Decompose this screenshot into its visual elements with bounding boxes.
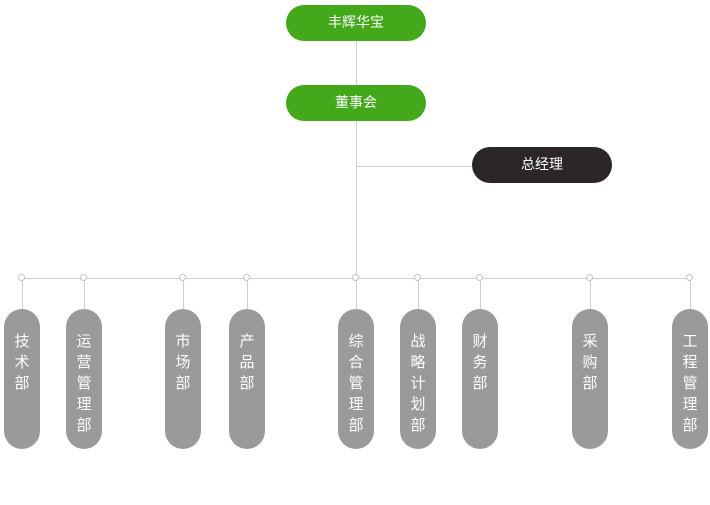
node-top-company: 丰辉华宝 bbox=[286, 5, 426, 41]
dept-node: 运营管理部 bbox=[66, 309, 102, 449]
dept-connector bbox=[590, 278, 591, 309]
dept-junction-dot bbox=[414, 274, 421, 281]
dept-junction-dot bbox=[18, 274, 25, 281]
dept-node: 市场部 bbox=[165, 309, 201, 449]
dept-node: 产品部 bbox=[229, 309, 265, 449]
dept-node: 综合管理部 bbox=[338, 309, 374, 449]
dept-node: 工程管理部 bbox=[672, 309, 708, 449]
dept-junction-dot bbox=[476, 274, 483, 281]
dept-node: 采购部 bbox=[572, 309, 608, 449]
dept-connector bbox=[183, 278, 184, 309]
dept-connector bbox=[84, 278, 85, 309]
dept-connector bbox=[247, 278, 248, 309]
node-board-label: 董事会 bbox=[335, 95, 377, 111]
trunk-junction-dot bbox=[352, 274, 359, 281]
node-board: 董事会 bbox=[286, 85, 426, 121]
dept-connector bbox=[480, 278, 481, 309]
dept-label: 工程管理部 bbox=[682, 332, 698, 434]
dept-label: 技术部 bbox=[14, 332, 30, 392]
dept-label: 运营管理部 bbox=[76, 332, 92, 434]
dept-junction-dot bbox=[179, 274, 186, 281]
connector-main-trunk bbox=[356, 120, 357, 278]
dept-label: 综合管理部 bbox=[348, 332, 364, 434]
node-general-manager-label: 总经理 bbox=[521, 157, 563, 173]
dept-label: 采购部 bbox=[582, 332, 598, 392]
dept-label: 财务部 bbox=[472, 332, 488, 392]
dept-label: 市场部 bbox=[175, 332, 191, 392]
dept-node: 财务部 bbox=[462, 309, 498, 449]
dept-node: 技术部 bbox=[4, 309, 40, 449]
dept-junction-dot bbox=[243, 274, 250, 281]
dept-junction-dot bbox=[586, 274, 593, 281]
dept-connector bbox=[356, 278, 357, 309]
connector-top-to-board bbox=[356, 40, 357, 86]
node-top-company-label: 丰辉华宝 bbox=[328, 15, 384, 31]
dept-connector bbox=[690, 278, 691, 309]
dept-label: 产品部 bbox=[239, 332, 255, 392]
dept-connector bbox=[22, 278, 23, 309]
dept-connector bbox=[418, 278, 419, 309]
node-general-manager: 总经理 bbox=[472, 147, 612, 183]
dept-label: 战略计划部 bbox=[410, 332, 426, 434]
dept-junction-dot bbox=[80, 274, 87, 281]
dept-node: 战略计划部 bbox=[400, 309, 436, 449]
dept-junction-dot bbox=[686, 274, 693, 281]
connector-gm-branch bbox=[356, 166, 472, 167]
